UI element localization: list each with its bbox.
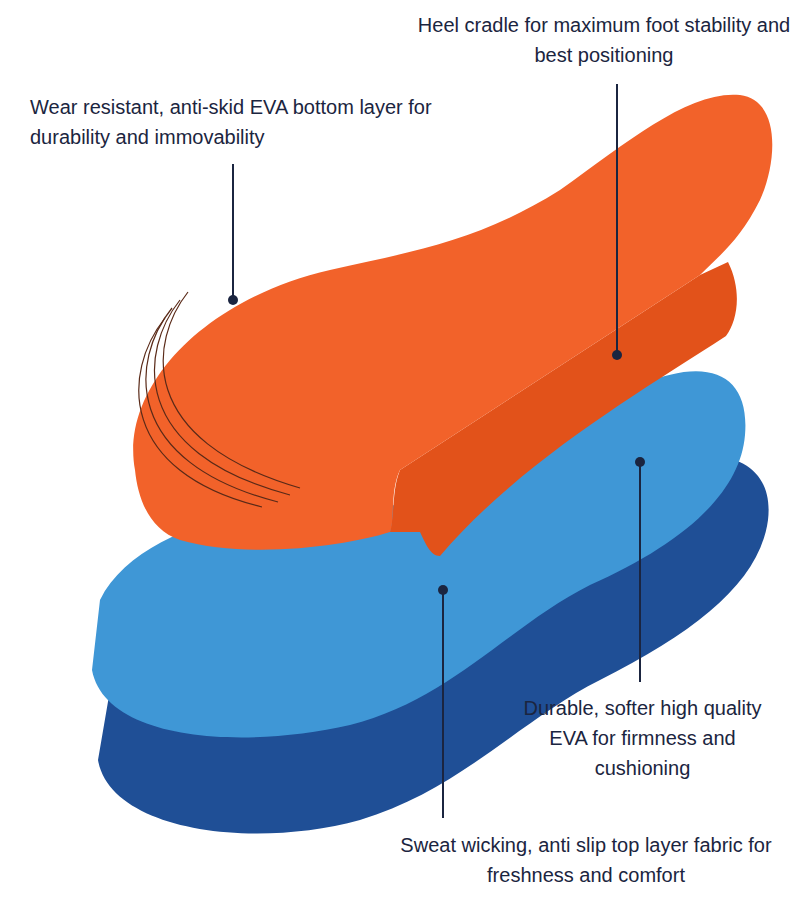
bottom-eva-layer xyxy=(133,95,772,550)
callout-label: Sweat wicking, anti slip top layer fabri… xyxy=(400,830,772,890)
callout-label: Heel cradle for maximum foot stability a… xyxy=(415,10,793,70)
toe-grooves xyxy=(139,292,300,507)
callout-label: Durable, softer high quality EVA for fir… xyxy=(505,693,780,783)
callout-label: Wear resistant, anti-skid EVA bottom lay… xyxy=(30,92,450,152)
